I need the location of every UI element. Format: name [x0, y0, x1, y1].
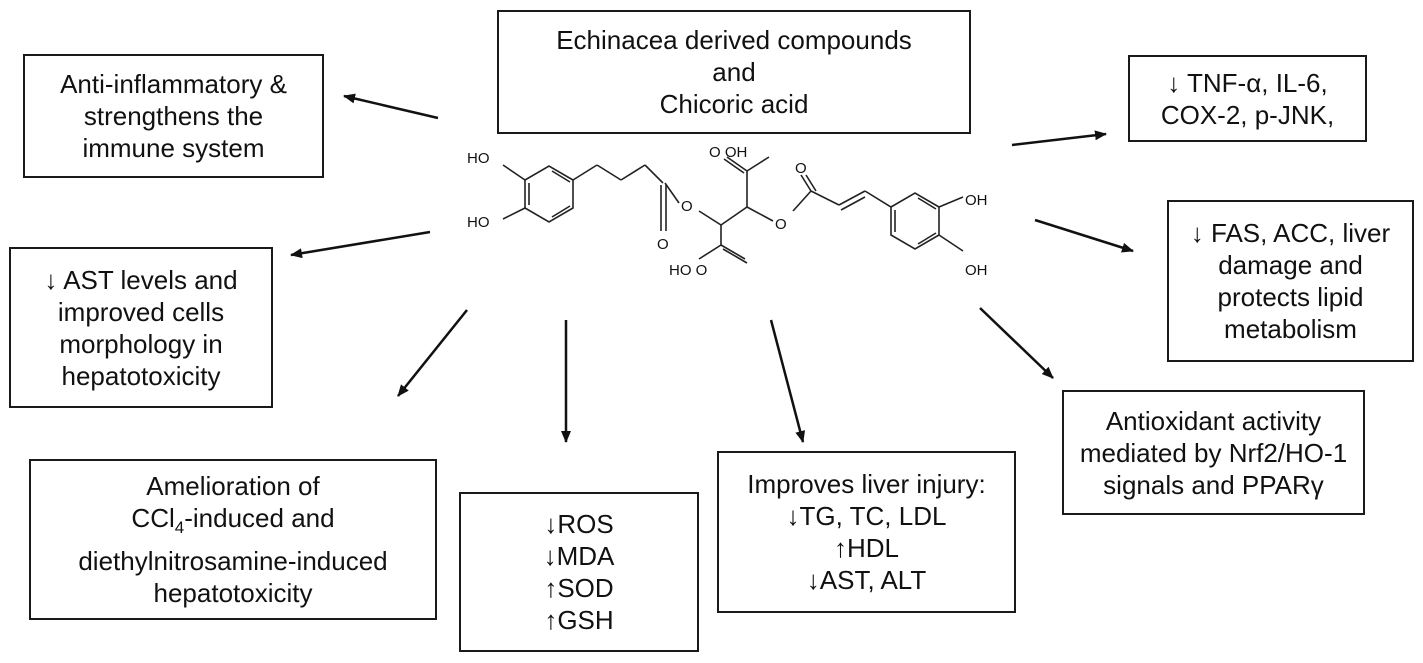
arrow-to-amelioration [397, 309, 468, 397]
anti-inflammatory-line-1: Anti-inflammatory & [60, 69, 287, 99]
liver-injury-line-3: ↑HDL [833, 533, 899, 563]
ros-line-1: ↓ROS [544, 509, 614, 539]
antioxidant-line-1: Antioxidant activity [1105, 405, 1322, 436]
amelioration-line-2: CCl4-induced and [131, 502, 334, 544]
tnf-box: ↓ TNF-α, IL-6, COX-2, p-JNK, [1128, 55, 1367, 142]
arrow-to-ast-levels [290, 230, 431, 259]
liver-injury-box: Improves liver injury: ↓TG, TC, LDL ↑HDL… [717, 451, 1016, 613]
liver-injury-line-1: Improves liver injury: [747, 469, 986, 499]
ros-box: ↓ROS ↓MDA ↑SOD ↑GSH [459, 492, 699, 652]
mol-label-cooh-bottom: HO O [669, 262, 707, 279]
mol-label-ether-left: O [681, 198, 693, 215]
antioxidant-box: Antioxidant activity mediated by Nrf2/HO… [1062, 390, 1365, 515]
antioxidant-line-2: mediated by Nrf2/HO-1 [1079, 437, 1348, 468]
fas-line-2: damage and [1218, 250, 1363, 280]
amelioration-line-4: hepatotoxicity [153, 577, 313, 608]
arrow-to-antioxidant [979, 307, 1054, 379]
ast-levels-line-4: hepatotoxicity [61, 360, 221, 391]
center-title-line-3: Chicoric acid [659, 89, 809, 119]
antioxidant-line-3: signals and PPARγ [1103, 469, 1324, 500]
arrow-to-liver-injury [769, 319, 806, 443]
ast-levels-box: ↓ AST levels and improved cells morpholo… [9, 247, 273, 408]
arrow-to-fas [1034, 218, 1134, 253]
anti-inflammatory-line-2: strengthens the [83, 101, 264, 131]
fas-line-3: protects lipid [1217, 282, 1364, 312]
amelioration-ccl: CCl [131, 503, 175, 534]
tnf-line-1: ↓ TNF-α, IL-6, [1167, 67, 1328, 98]
mol-label-oh-right-top: OH [965, 192, 988, 209]
center-title-line-1: Echinacea derived compounds [556, 25, 912, 55]
ast-levels-line-1: ↓ AST levels and [44, 264, 238, 295]
amelioration-induced: -induced and [184, 503, 335, 534]
mol-label-carbonyl-left: O [657, 236, 669, 253]
mol-label-oh-right-bottom: OH [965, 262, 988, 279]
arrow-to-tnf [1011, 130, 1107, 147]
chicoric-acid-structure: HO HO O OH O O O O HO O OH OH [467, 144, 988, 279]
arrow-to-anti-inflammatory [343, 93, 439, 120]
mol-label-ether-right: O [775, 216, 787, 233]
ros-line-3: ↑SOD [544, 573, 614, 603]
amelioration-line-1: Amelioration of [146, 471, 320, 502]
center-title-box: Echinacea derived compounds and Chicoric… [497, 10, 971, 134]
mol-label-cooh-top: O OH [709, 144, 747, 161]
ros-line-4: ↑GSH [544, 605, 614, 635]
mol-label-ho-bottom: HO [467, 214, 490, 231]
tnf-line-2: COX-2, p-JNK, [1160, 99, 1335, 130]
anti-inflammatory-line-3: immune system [82, 133, 265, 163]
anti-inflammatory-box: Anti-inflammatory & strengthens the immu… [23, 54, 324, 178]
liver-injury-line-2: ↓TG, TC, LDL [786, 501, 947, 531]
mol-label-carbonyl-right: O [795, 160, 807, 177]
amelioration-subscript: 4 [174, 518, 185, 538]
ast-levels-line-3: morphology in [59, 328, 223, 359]
fas-line-1: ↓ FAS, ACC, liver [1190, 218, 1391, 248]
fas-box: ↓ FAS, ACC, liver damage and protects li… [1167, 200, 1414, 362]
liver-injury-line-4: ↓AST, ALT [806, 565, 927, 595]
amelioration-box: Amelioration of CCl4-induced and diethyl… [29, 459, 437, 620]
center-title-line-2: and [712, 57, 756, 87]
fas-line-4: metabolism [1224, 314, 1357, 344]
mol-label-ho-top: HO [467, 150, 490, 167]
ros-line-2: ↓MDA [543, 541, 615, 571]
amelioration-line-3: diethylnitrosamine-induced [78, 545, 388, 576]
ast-levels-line-2: improved cells [57, 296, 225, 327]
